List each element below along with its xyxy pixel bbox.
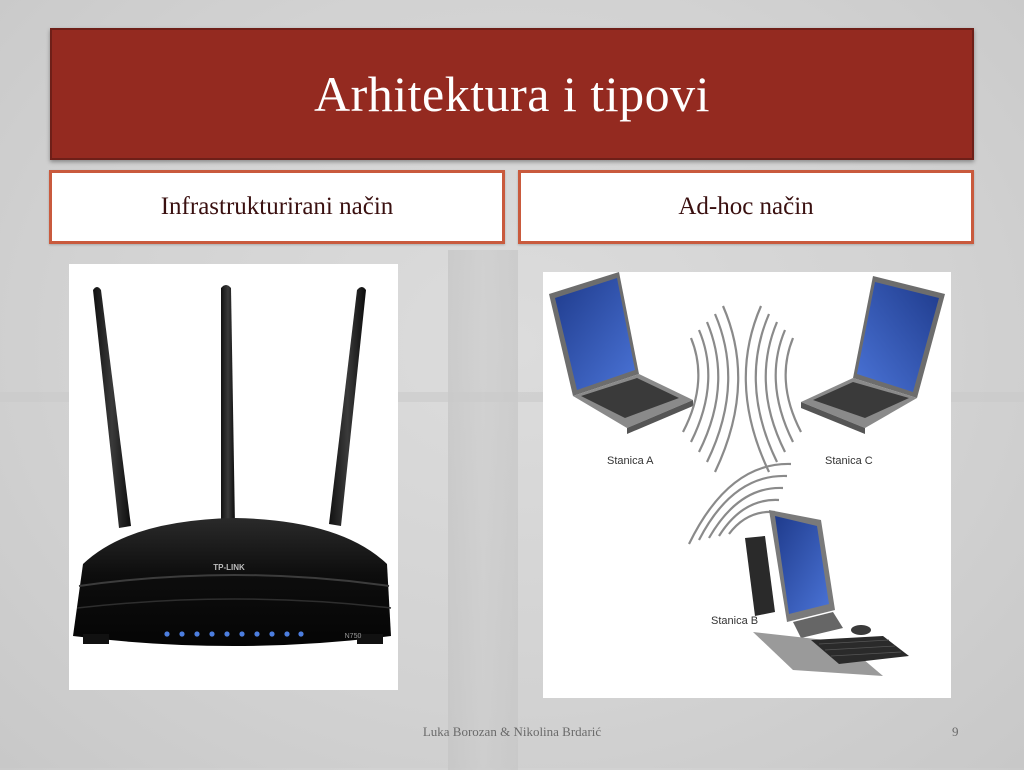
station-b-label: Stanica B: [711, 615, 758, 627]
right-heading-box: Ad-hoc način: [518, 170, 974, 244]
waves-a: [682, 305, 740, 473]
antenna-middle: [221, 285, 235, 526]
station-c-label: Stanica C: [825, 455, 873, 467]
router-image: TP-LINK N750: [69, 264, 398, 690]
router-leds: [164, 631, 304, 637]
antenna-left: [93, 287, 131, 528]
adhoc-image: Stanica A Stanica C: [543, 272, 951, 698]
station-a-label: Stanica A: [607, 455, 654, 467]
page-number: 9: [952, 724, 959, 739]
adhoc-illustration: Stanica A Stanica C: [549, 272, 945, 676]
title-banner: Arhitektura i tipovi: [50, 28, 974, 160]
background-bar: [0, 392, 1024, 402]
laptop-c: [801, 276, 945, 434]
waves-c: [744, 305, 802, 473]
antenna-right: [329, 287, 366, 526]
background-pole: [448, 250, 518, 770]
laptop-a: [549, 272, 693, 434]
router-model-label: N750: [345, 633, 362, 640]
footer-authors: Luka Borozan & Nikolina Brdarić: [422, 724, 602, 739]
router-brand-label: TP-LINK: [213, 563, 245, 572]
right-heading: Ad-hoc način: [678, 193, 814, 220]
router-body: [73, 518, 391, 646]
left-heading-box: Infrastrukturirani način: [49, 170, 505, 244]
slide-title: Arhitektura i tipovi: [313, 66, 711, 122]
desktop-b: [745, 510, 909, 676]
left-heading: Infrastrukturirani način: [160, 193, 394, 220]
router-illustration: TP-LINK N750: [73, 285, 392, 646]
